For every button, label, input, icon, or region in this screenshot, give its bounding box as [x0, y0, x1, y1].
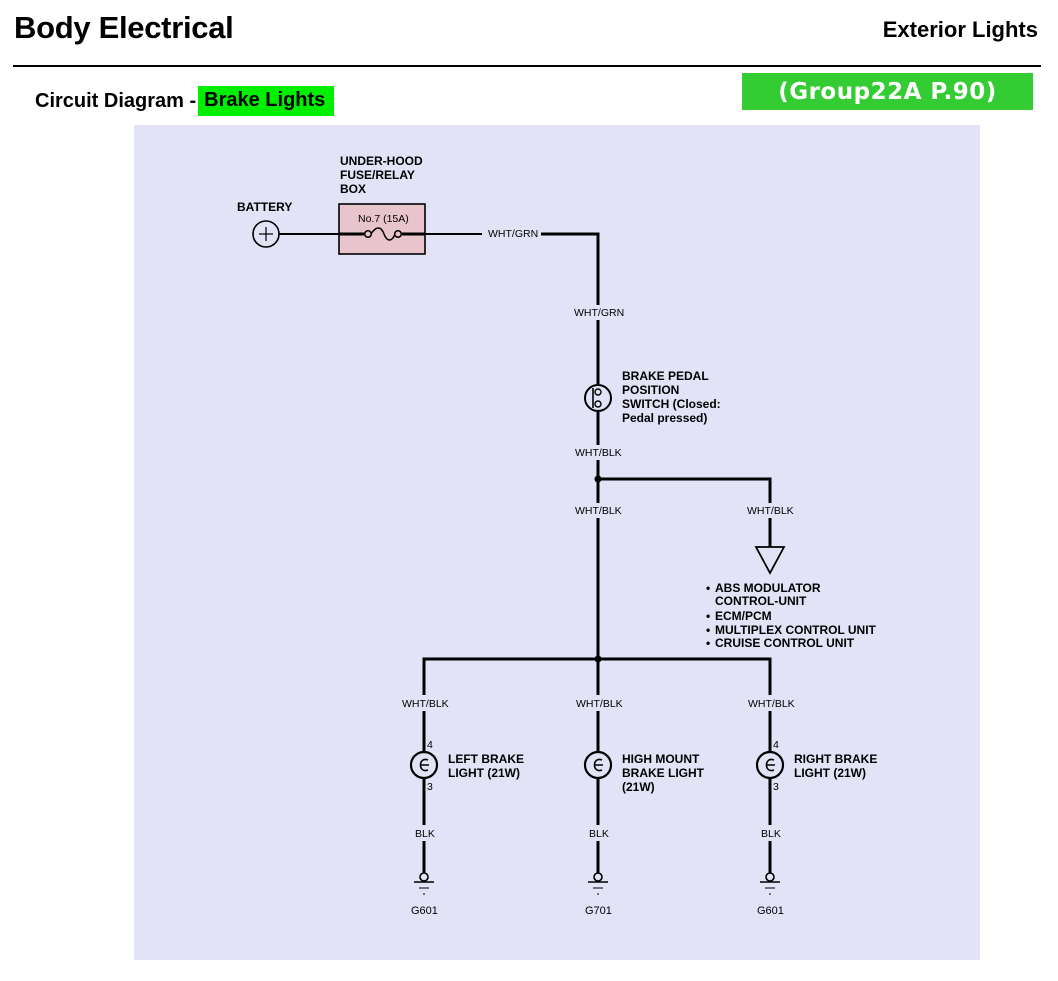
modules-list: • ABS MODULATOR CONTROL-UNIT • ECM/PCM •…: [706, 581, 877, 650]
group-reference-badge: (Group22A P.90): [742, 73, 1033, 110]
ground-point-label: G701: [585, 905, 612, 917]
wire-to-switch: [541, 232, 600, 305]
ground-point-label: G601: [411, 905, 438, 917]
bulb-icon: [755, 750, 785, 780]
ground-icon: [760, 872, 780, 895]
switch-label: BRAKE PEDAL POSITION SWITCH (Closed: Ped…: [622, 369, 724, 425]
wire-label-trunk: WHT/BLK: [575, 505, 622, 517]
page-title: Body Electrical: [14, 10, 234, 45]
switch-icon: [584, 384, 612, 412]
wire-to-modules: [598, 477, 772, 503]
wire-label-light-in: WHT/BLK: [576, 698, 623, 710]
wire-label-ground: BLK: [589, 828, 609, 840]
section-title: Exterior Lights: [882, 17, 1038, 42]
wire-label-fuse-out: WHT/GRN: [488, 228, 538, 240]
wire-label-light-in: WHT/BLK: [402, 698, 449, 710]
svg-text:•: •: [706, 581, 710, 595]
fuse-icon: [339, 227, 425, 241]
fuse-box: [338, 203, 426, 255]
battery-plus-icon: [252, 220, 280, 248]
svg-text:•: •: [706, 623, 710, 637]
pin-number-bottom: 3: [427, 781, 433, 793]
module-item: MULTIPLEX CONTROL UNIT: [715, 623, 877, 637]
diagram-heading-highlight: Brake Lights: [198, 86, 335, 116]
junction-dot-lower: [594, 655, 602, 663]
diagram-heading: Circuit Diagram - Brake Lights: [35, 86, 335, 116]
header-divider: [13, 65, 1041, 67]
battery-label: BATTERY: [237, 200, 292, 214]
svg-text:•: •: [706, 636, 710, 650]
module-item: ABS MODULATOR: [715, 581, 821, 595]
wire-label-to-switch: WHT/GRN: [574, 307, 624, 319]
wire-label-switch-out: WHT/BLK: [575, 447, 622, 459]
ground-icon: [588, 872, 608, 895]
pin-number-top: 4: [773, 739, 779, 751]
connector-arrow-icon: [754, 546, 786, 575]
wire-label-light-in: WHT/BLK: [748, 698, 795, 710]
fuse-box-label: UNDER-HOOD FUSE/RELAY BOX: [340, 154, 426, 196]
module-item: CRUISE CONTROL UNIT: [715, 636, 855, 650]
diagram-heading-prefix: Circuit Diagram -: [35, 89, 197, 112]
wire-label-to-modules: WHT/BLK: [747, 505, 794, 517]
ground-icon: [414, 872, 434, 895]
pin-number-top: 4: [427, 739, 433, 751]
bulb-icon: [583, 750, 613, 780]
ground-point-label: G601: [757, 905, 784, 917]
bulb-icon: [409, 750, 439, 780]
module-item-cont: CONTROL-UNIT: [715, 594, 807, 608]
pin-number-bottom: 3: [773, 781, 779, 793]
diagram-panel: [134, 125, 980, 960]
fuse-label: No.7 (15A): [358, 213, 409, 225]
svg-text:•: •: [706, 609, 710, 623]
module-item: ECM/PCM: [715, 609, 772, 623]
wire-label-ground: BLK: [415, 828, 435, 840]
wire-label-ground: BLK: [761, 828, 781, 840]
